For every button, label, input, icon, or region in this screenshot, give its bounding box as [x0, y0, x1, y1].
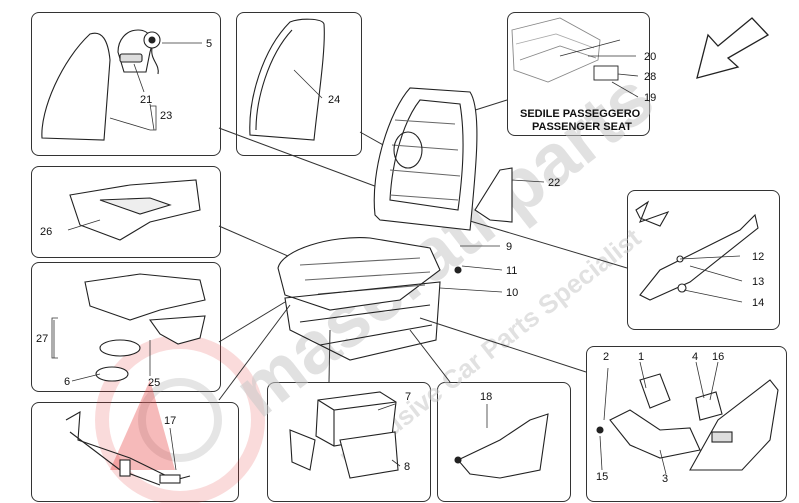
callout-11: 11: [506, 265, 517, 277]
lumbar-pad: [84, 273, 206, 321]
callout-26: 26: [40, 226, 52, 238]
ecu-bracket: [339, 431, 399, 479]
callout-14: 14: [752, 297, 764, 309]
lumbar-pump-icon: [99, 339, 141, 357]
callout-23-bracket: [150, 105, 157, 131]
switch-connector: [639, 373, 671, 409]
seat-cushion-frame: [277, 237, 441, 311]
callout-19: 19: [644, 92, 656, 104]
callout-25: 25: [148, 377, 160, 389]
seat-module-group: [511, 17, 621, 83]
bowden-cable: [457, 413, 549, 479]
switch-harness: [609, 409, 701, 459]
screw-icon: [677, 283, 687, 293]
forward-arrow-icon: [635, 200, 670, 227]
callout-24: 24: [328, 94, 340, 106]
cable-group: [454, 413, 549, 479]
callout-labels: 1 2 3 4 5 6 7 8 9 10 11 12 13 14 15 16 1…: [36, 38, 764, 485]
callout-16: 16: [712, 351, 724, 363]
callout-10: 10: [506, 287, 518, 299]
panel-passenger-seat-module: [507, 12, 650, 136]
callout-18: 18: [480, 391, 492, 403]
seat-lumbar-icon: [393, 131, 423, 169]
callout-5: 5: [206, 38, 212, 50]
callout-28: 28: [644, 71, 656, 83]
callout-20: 20: [644, 51, 656, 63]
headrest-cover: [41, 32, 111, 141]
seat-module-box: [593, 65, 619, 81]
panel-harness: [31, 402, 239, 502]
callout-leaders: [53, 42, 743, 475]
harness-group: [65, 411, 191, 486]
headrest-vent-icon: [119, 53, 143, 63]
callout-21: 21: [140, 94, 152, 106]
seat-caption-english: PASSENGER SEAT: [532, 121, 632, 133]
main-seat-frame: [277, 87, 513, 361]
callout-8: 8: [404, 461, 410, 473]
ecu-group: [289, 391, 399, 479]
switch-knob: [695, 391, 723, 421]
side-bracket: [474, 167, 513, 223]
callout-12: 12: [752, 251, 764, 263]
callout-17: 17: [164, 415, 176, 427]
rail-trim-piece: [639, 213, 759, 301]
lumbar-valve-icon: [95, 366, 129, 382]
lumbar-group: [84, 273, 206, 382]
seat-backrest-frame: [373, 87, 478, 231]
lumbar-support: [148, 315, 206, 345]
side-trim-panel: [689, 379, 779, 471]
headrest-group: [41, 29, 161, 141]
backrest-cover-shell: [249, 18, 325, 141]
callout-15: 15: [596, 471, 608, 483]
cushion-foam-group: [69, 179, 201, 241]
callout-27-bracket: [51, 317, 58, 359]
backrest-cover-group: [249, 18, 325, 141]
callout-1: 1: [638, 351, 644, 363]
callout-13: 13: [752, 276, 764, 288]
callout-3: 3: [662, 473, 668, 485]
watermark-wheel-logo: [95, 335, 265, 503]
seat-caption-italian: SEDILE PASSEGGERO: [520, 108, 641, 120]
callout-23: 23: [160, 110, 172, 122]
callout-7: 7: [405, 391, 411, 403]
callout-27: 27: [36, 333, 48, 345]
callout-22: 22: [548, 177, 560, 189]
switch-assembly-group: [596, 373, 779, 471]
panel-cable: [437, 382, 571, 502]
seat-base-rails: [284, 281, 441, 361]
direction-arrow-icon: [696, 17, 770, 79]
bolt-icon: [454, 266, 462, 274]
callout-2: 2: [603, 351, 609, 363]
callout-9: 9: [506, 241, 512, 253]
leader-lines: [218, 99, 628, 401]
callout-4: 4: [692, 351, 698, 363]
rail-trim-group: [635, 200, 759, 301]
callout-6: 6: [64, 376, 70, 388]
